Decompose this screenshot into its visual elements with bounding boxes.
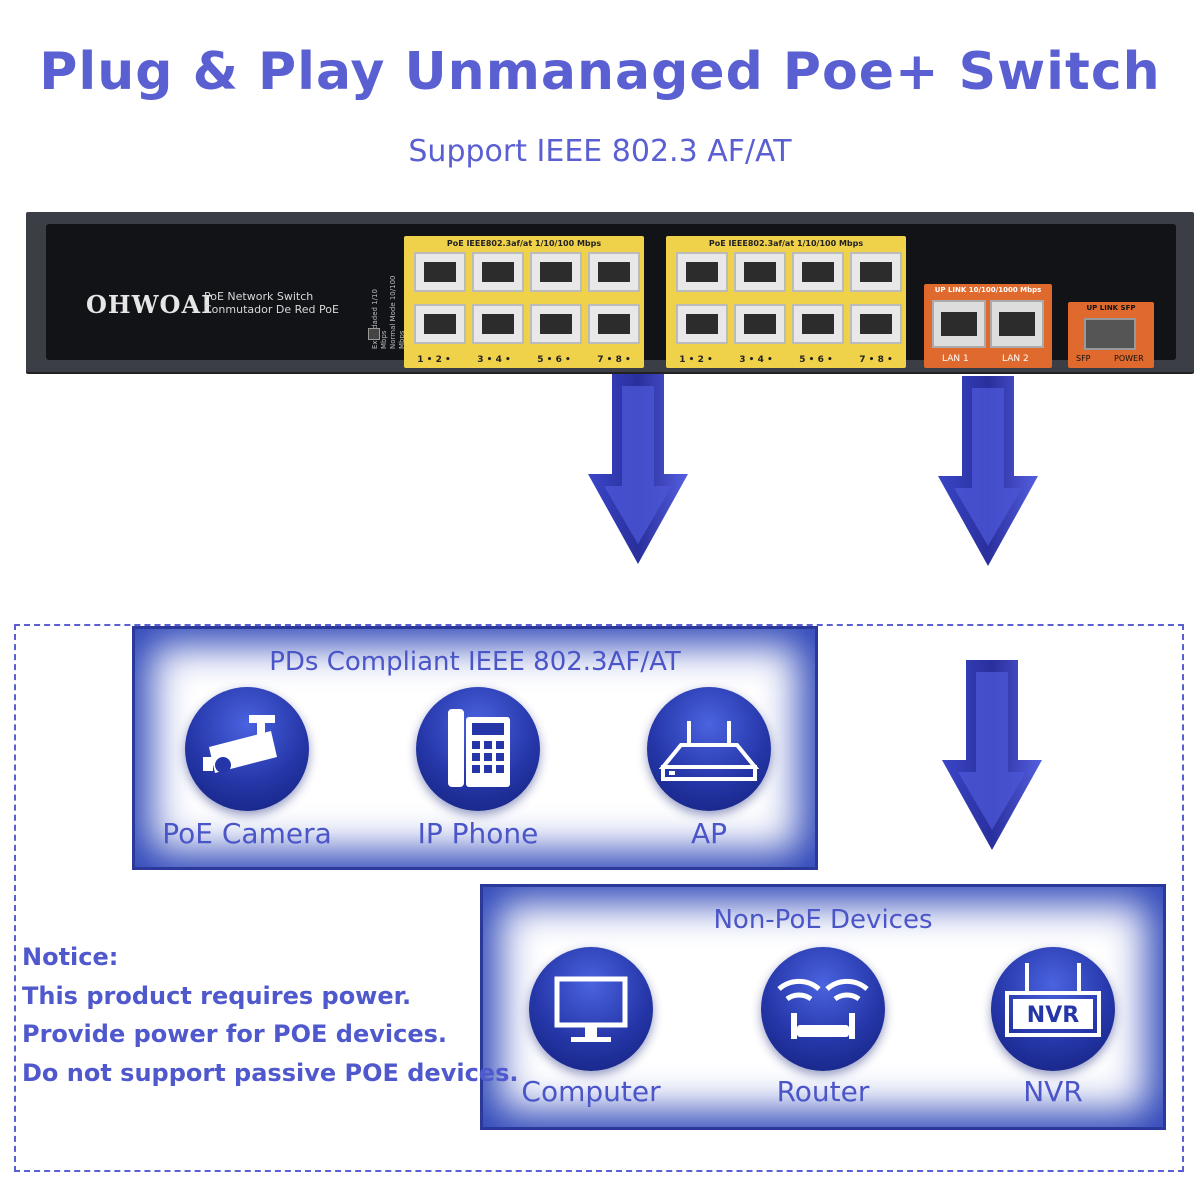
poe-port[interactable] xyxy=(414,252,466,292)
poe-port[interactable] xyxy=(792,304,844,344)
uplink-label: UP LINK 10/100/1000 Mbps xyxy=(934,286,1042,294)
device-label-poe-camera: PoE Camera xyxy=(162,817,332,850)
sfp-uplink: UP LINK SFP SFP POWER xyxy=(1068,302,1154,368)
poe-port[interactable] xyxy=(850,252,902,292)
non-poe-devices-panel: Non-PoE Devices NVR Computer Router NVR xyxy=(480,884,1166,1130)
port-number: 7 • 8 • xyxy=(597,355,631,365)
poe-port[interactable] xyxy=(676,252,728,292)
device-label-ip-phone: IP Phone xyxy=(417,817,539,850)
poe-port-bank-2: PoE IEEE802.3af/at 1/10/100 Mbps 1 • 2 •… xyxy=(666,236,906,368)
device-label-ap: AP xyxy=(690,817,728,850)
nvr-icon: NVR xyxy=(991,947,1115,1071)
sfp-label: SFP xyxy=(1076,354,1091,363)
port-number: 5 • 6 • xyxy=(537,355,571,365)
port-number: 7 • 8 • xyxy=(859,355,893,365)
brand-logo: OHWOAI xyxy=(86,290,214,319)
access-point-icon xyxy=(647,687,771,811)
port-numbers: 1 • 2 • 3 • 4 • 5 • 6 • 7 • 8 • xyxy=(404,355,644,365)
power-label: POWER xyxy=(1114,354,1144,363)
port-number: 3 • 4 • xyxy=(477,355,511,365)
port-numbers: 1 • 2 • 3 • 4 • 5 • 6 • 7 • 8 • xyxy=(666,355,906,365)
uplink-lan-ports: UP LINK 10/100/1000 Mbps LAN 1 LAN 2 xyxy=(924,284,1052,368)
poe-port[interactable] xyxy=(530,304,582,344)
page-subtitle: Support IEEE 802.3 AF/AT xyxy=(408,134,792,169)
poe-port[interactable] xyxy=(472,252,524,292)
port-number: 1 • 2 • xyxy=(679,355,713,365)
brand-subtitle: PoE Network Switch Conmutador De Red PoE xyxy=(204,290,339,316)
poe-port[interactable] xyxy=(676,304,728,344)
bank-1-label: PoE IEEE802.3af/at 1/10/100 Mbps xyxy=(446,239,602,248)
switch-front-panel: OHWOAI PoE Network Switch Conmutador De … xyxy=(46,224,1176,368)
port-number: 1 • 2 • xyxy=(417,355,451,365)
dip-label-extended: Extendaded 1/10 Mbps xyxy=(371,289,388,349)
lan-2-port[interactable] xyxy=(990,300,1044,348)
poe-port[interactable] xyxy=(850,304,902,344)
down-arrow-icon xyxy=(588,374,688,564)
poe-port[interactable] xyxy=(734,252,786,292)
poe-port[interactable] xyxy=(472,304,524,344)
poe-port[interactable] xyxy=(414,304,466,344)
page-title: Plug & Play Unmanaged Poe+ Switch xyxy=(39,42,1161,102)
poe-port[interactable] xyxy=(588,304,640,344)
lan-1-port[interactable] xyxy=(932,300,986,348)
nvr-badge: NVR xyxy=(1027,1003,1079,1028)
device-label-router: Router xyxy=(776,1075,870,1108)
router-icon xyxy=(761,947,885,1071)
poe-panel-title: PDs Compliant IEEE 802.3AF/AT xyxy=(269,647,681,677)
monitor-icon xyxy=(529,947,653,1071)
sfp-uplink-label: UP LINK SFP xyxy=(1086,304,1136,312)
poe-port[interactable] xyxy=(530,252,582,292)
poe-port[interactable] xyxy=(734,304,786,344)
device-label-computer: Computer xyxy=(521,1075,661,1108)
camera-icon xyxy=(185,687,309,811)
device-label-nvr: NVR xyxy=(1023,1075,1083,1108)
poe-devices-panel: PDs Compliant IEEE 802.3AF/AT xyxy=(132,626,818,870)
notice-line: Do not support passive POE devices. xyxy=(22,1058,519,1087)
ip-phone-icon xyxy=(416,687,540,811)
port-number: 3 • 4 • xyxy=(739,355,773,365)
poe-port[interactable] xyxy=(792,252,844,292)
brand-line-2: Conmutador De Red PoE xyxy=(204,303,339,316)
lan-1-label: LAN 1 xyxy=(942,354,969,364)
down-arrow-icon xyxy=(938,376,1038,566)
poe-port[interactable] xyxy=(588,252,640,292)
notice-line: This product requires power. xyxy=(22,981,412,1010)
poe-port-bank-1: PoE IEEE802.3af/at 1/10/100 Mbps 1 • 2 •… xyxy=(404,236,644,368)
dip-switch[interactable] xyxy=(368,328,380,340)
notice-line: Provide power for POE devices. xyxy=(22,1020,448,1048)
non-poe-panel-title: Non-PoE Devices xyxy=(713,905,933,935)
sfp-slot[interactable] xyxy=(1084,318,1136,350)
port-number: 5 • 6 • xyxy=(799,355,833,365)
notice-heading: Notice: xyxy=(22,943,119,971)
devices-dashed-frame xyxy=(14,624,1184,1172)
poe-switch: OHWOAI PoE Network Switch Conmutador De … xyxy=(26,212,1194,372)
lan-2-label: LAN 2 xyxy=(1002,354,1029,364)
brand-line-1: PoE Network Switch xyxy=(204,290,314,303)
down-arrow-icon xyxy=(942,660,1042,850)
bank-2-label: PoE IEEE802.3af/at 1/10/100 Mbps xyxy=(708,239,864,248)
notice-block: Notice: This product requires power. Pro… xyxy=(22,938,518,1092)
